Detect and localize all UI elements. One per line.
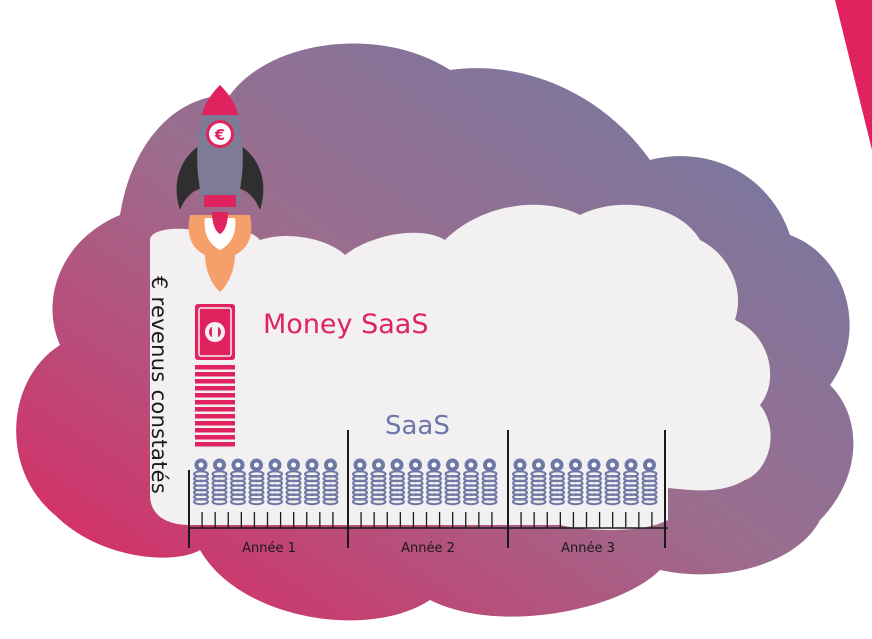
coin-stack-icon: [586, 458, 602, 506]
money-bar: [195, 386, 235, 391]
money-bar: [195, 400, 235, 405]
coin-stack-icon: [193, 458, 209, 506]
money-bars: [195, 365, 235, 447]
money-bar: [195, 428, 235, 433]
y-axis-label: € revenus constatés: [147, 275, 172, 495]
coin-stack-icon: [248, 458, 265, 506]
coin-stack-icon: [641, 458, 658, 506]
flame-core-shape: [212, 212, 228, 234]
rocket-icon: €: [176, 85, 264, 292]
money-bar: [195, 435, 235, 440]
coin-stack-icon: [623, 458, 639, 506]
coin-stack-icon: [304, 458, 320, 506]
coin-stack-icon: [481, 458, 498, 506]
axis-ticks: [201, 512, 653, 528]
money-bar: [195, 414, 235, 419]
money-bar: [195, 421, 235, 426]
coin-stack-icon: [567, 458, 584, 506]
money-bar: [195, 393, 235, 398]
money-bar: [195, 379, 235, 384]
saas-label: SaaS: [385, 411, 450, 441]
coin-stack-icon: [604, 458, 621, 506]
rocket-euro-symbol: €: [214, 126, 225, 144]
coin-stack-icon: [407, 458, 424, 506]
money-bar: [195, 442, 235, 447]
year-label-3: Année 3: [561, 541, 615, 556]
corner-accent-shape: [835, 0, 872, 150]
coin-stack-icon: [463, 458, 479, 506]
coin-stack-icon: [549, 458, 565, 506]
coin-stack-icon: [512, 458, 528, 506]
money-bar: [195, 365, 235, 370]
coin-stack-icon: [444, 458, 461, 506]
coin-stack-icon: [230, 458, 246, 506]
coin-stack-icon: [370, 458, 387, 506]
money-stack: [195, 304, 235, 447]
coin-stack-icon: [285, 458, 302, 506]
coin-stack-icon: [530, 458, 547, 506]
flame-shape: [188, 215, 252, 292]
money-bar: [195, 372, 235, 377]
coin-stack-icon: [426, 458, 442, 506]
inner-cloud-shape: [150, 204, 771, 530]
coin-stacks: [193, 458, 658, 506]
coin-stack-icon: [352, 458, 368, 506]
money-bar: [195, 407, 235, 412]
coin-stack-icon: [322, 458, 339, 506]
coin-stack-icon: [267, 458, 283, 506]
banknote-icon: [195, 304, 235, 360]
rocket-nose: [202, 85, 238, 115]
money-saas-label: Money SaaS: [263, 309, 429, 340]
year-label-2: Année 2: [401, 541, 455, 556]
year-label-1: Année 1: [242, 541, 296, 556]
time-axis: [188, 430, 668, 548]
coin-stack-icon: [211, 458, 228, 506]
coin-stack-icon: [389, 458, 405, 506]
